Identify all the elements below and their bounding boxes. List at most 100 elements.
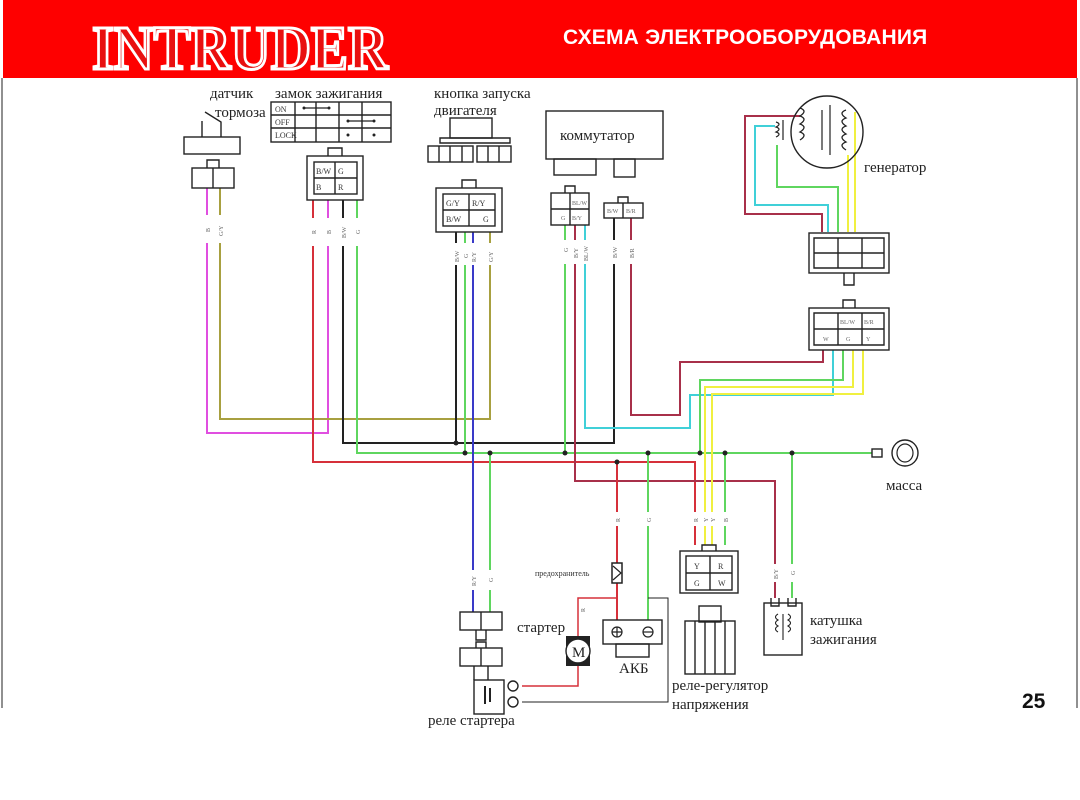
pin-label: G	[561, 216, 566, 222]
pin-label: B/W	[607, 209, 619, 215]
brake-sensor-label-2: тормоза	[215, 105, 266, 121]
wire-gen-cyan	[754, 125, 829, 232]
wire-red-ignition-regulator	[312, 200, 696, 545]
coil-label-2: зажигания	[810, 632, 877, 648]
pin-label: B/W	[316, 167, 332, 176]
ignition-lock-label: замок зажигания	[275, 86, 382, 102]
wires	[206, 112, 872, 703]
wire-red-starter-relay	[522, 665, 579, 687]
junction-dots	[453, 440, 795, 465]
coil-label: катушка	[810, 613, 863, 629]
wire-code: R/Y	[472, 251, 478, 262]
starter-label: стартер	[517, 620, 565, 636]
wire-code: B	[206, 228, 212, 232]
wire-yellow-1	[704, 350, 854, 545]
pin-label: R/Y	[472, 199, 486, 208]
pin-label: BL/W	[572, 201, 587, 207]
generator-label: генератор	[864, 160, 926, 176]
wire-code: R	[616, 518, 622, 522]
wire-darkred-commutator-coil	[574, 225, 776, 598]
wire-code: BL/W	[584, 246, 590, 261]
wire-red-starter	[577, 597, 617, 636]
starter-relay: реле стартера	[428, 611, 519, 729]
regulator-label-2: напряжения	[672, 697, 749, 713]
wire-code: G	[647, 517, 653, 522]
wire-code: R	[312, 230, 318, 234]
wire-code: G	[489, 577, 495, 582]
wire-code: B/W	[613, 246, 619, 258]
pin-label: G	[338, 167, 344, 176]
start-button-label-2: двигателя	[434, 103, 497, 119]
wire-black-bw	[342, 200, 615, 444]
pin-label: B/R	[864, 320, 874, 326]
wire-code: B/W	[455, 250, 461, 262]
brake-sensor: датчик тормоза	[183, 86, 266, 189]
pin-label: R	[718, 562, 724, 571]
wire-code: B/Y	[774, 568, 780, 579]
pin-label: G	[483, 215, 489, 224]
ground-label: масса	[886, 478, 923, 494]
wire-code: Y	[711, 517, 717, 522]
commutator: коммутатор BL/W G B/Y B/W B/R	[545, 110, 664, 226]
pin-label: B	[316, 183, 321, 192]
regulator-label: реле-регулятор	[672, 678, 768, 694]
wire-black-relay-battery	[522, 597, 669, 703]
wire-code: G/Y	[219, 225, 225, 236]
wire-darkred-commutator-generator	[630, 218, 824, 416]
ignition-lock: замок зажигания ON OFF LOCK B/W G B R	[270, 86, 392, 201]
pin-label: Y	[866, 337, 871, 343]
battery-label: АКБ	[619, 661, 648, 677]
fuse: предохранитель	[535, 562, 623, 584]
wire-gen-green	[776, 145, 839, 232]
voltage-regulator: Y R G W реле-регулятор напряжения	[672, 544, 768, 713]
wire-code: B/R	[630, 248, 636, 258]
wire-code-labels: B G/Y R B B/W G B/W G R/Y G/Y G B/Y BL/W…	[195, 215, 798, 612]
brake-sensor-label: датчик	[210, 86, 254, 102]
motor-symbol: M	[572, 645, 585, 661]
page-title: СХЕМА ЭЛЕКТРООБОРУДОВАНИЯ	[563, 26, 928, 49]
row-lock: LOCK	[275, 131, 297, 140]
wire-code: G	[464, 253, 470, 258]
pin-label: G	[694, 579, 700, 588]
generator: генератор BL/W B/R W G Y	[774, 95, 926, 351]
wire-code: G	[791, 570, 797, 575]
pin-label: W	[718, 579, 726, 588]
wire-code: B	[327, 230, 333, 234]
start-button-label: кнопка запуска	[434, 86, 531, 102]
row-on: ON	[275, 105, 287, 114]
pin-label: BL/W	[840, 320, 855, 326]
start-button: кнопка запуска двигателя G/Y R/Y B/W G	[427, 86, 531, 233]
pin-label: B/Y	[572, 216, 583, 222]
wire-code: G/Y	[489, 251, 495, 262]
battery: АКБ	[602, 619, 663, 677]
wire-code: Y	[704, 517, 710, 522]
ground-terminal: масса	[871, 439, 923, 494]
row-off: OFF	[275, 118, 290, 127]
wire-olive-brake-button	[219, 188, 491, 420]
wire-gen-darkred	[744, 115, 823, 232]
pin-label: G	[846, 337, 851, 343]
pin-label: G/Y	[446, 199, 460, 208]
commutator-label: коммутатор	[560, 128, 635, 144]
logo-text: INTRUDER	[92, 15, 389, 80]
starter-relay-label: реле стартера	[428, 713, 515, 729]
pin-label: R	[338, 183, 344, 192]
wire-code: R	[581, 608, 587, 612]
ignition-coil: катушка зажигания	[763, 598, 877, 656]
wire-yellow-2	[711, 350, 864, 545]
pin-label: Y	[694, 562, 700, 571]
wire-code: B	[724, 518, 730, 522]
wire-code: R	[694, 518, 700, 522]
pin-label: B/W	[446, 215, 462, 224]
wire-code: G	[356, 229, 362, 234]
wire-code: G	[564, 247, 570, 252]
wire-green-generator	[699, 350, 844, 453]
intruder-logo: INTRUDER	[91, 14, 391, 81]
pin-label: B/R	[626, 209, 636, 215]
wire-code: R/Y	[472, 575, 478, 586]
header-bar	[3, 0, 1077, 78]
pin-label: W	[823, 337, 829, 343]
starter-motor: M стартер	[517, 620, 591, 666]
wire-code: B/W	[342, 226, 348, 238]
